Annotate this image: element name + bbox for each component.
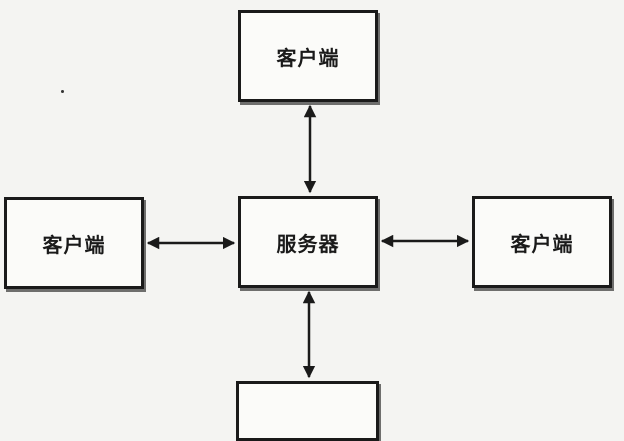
speck-mark xyxy=(61,90,64,93)
node-client-bottom xyxy=(236,381,379,441)
connector-layer xyxy=(146,104,470,379)
node-client-top-label: 客户端 xyxy=(276,45,340,70)
node-client-left-label: 客户端 xyxy=(42,232,106,257)
node-server-label: 服务器 xyxy=(276,231,340,256)
node-client-right-label: 客户端 xyxy=(510,231,574,256)
client-server-diagram: 客户端 客户端 服务器 客户端 xyxy=(4,10,612,441)
node-client-left: 客户端 xyxy=(4,197,144,289)
node-client-right: 客户端 xyxy=(472,196,612,288)
node-server: 服务器 xyxy=(238,196,378,288)
node-client-top: 客户端 xyxy=(238,10,378,102)
